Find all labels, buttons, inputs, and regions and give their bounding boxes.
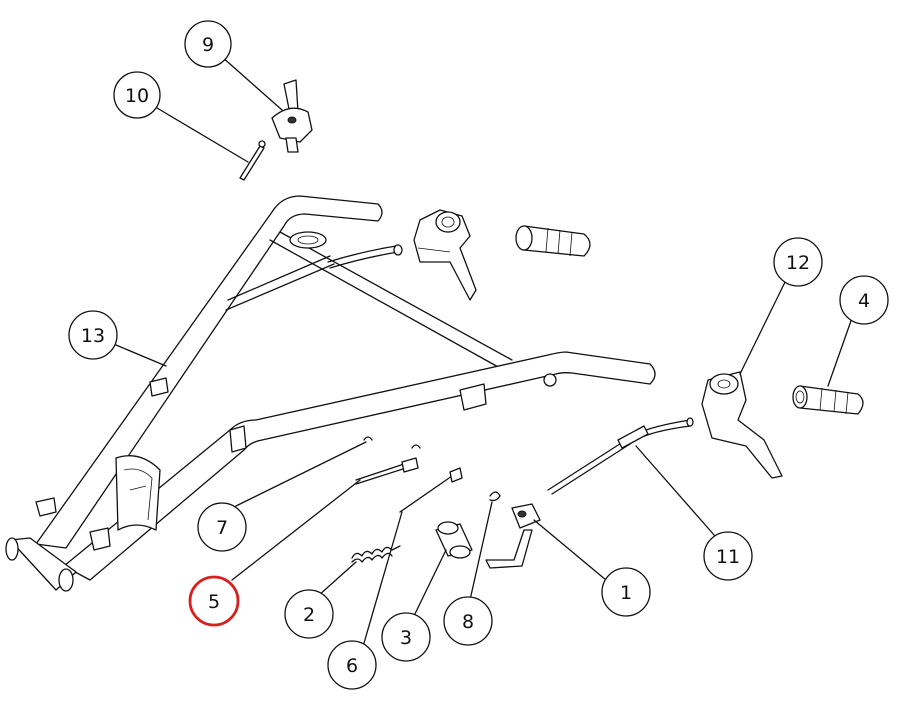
callout-10: 10: [113, 71, 161, 119]
callout-12: 12: [773, 237, 823, 287]
callout-label-9: 9: [202, 34, 214, 56]
part-10-pin: [239, 140, 266, 181]
callout-1: 1: [601, 567, 651, 617]
callout-label-13: 13: [81, 325, 105, 347]
part-6-rod: [399, 467, 463, 513]
callout-label-2: 2: [303, 604, 315, 626]
callout-label-5: 5: [208, 591, 220, 613]
callout-9: 9: [184, 20, 232, 68]
handle-frame: [5, 195, 656, 592]
callout-8: 8: [443, 596, 493, 646]
part-2-spring: [351, 545, 401, 563]
callout-13: 13: [68, 310, 118, 360]
callout-label-6: 6: [346, 655, 358, 677]
callout-2: 2: [284, 589, 334, 639]
callout-label-8: 8: [462, 611, 474, 633]
callout-label-1: 1: [620, 582, 632, 604]
upper-left-grip: [515, 225, 591, 257]
callout-label-4: 4: [858, 290, 870, 312]
callout-4: 4: [839, 275, 889, 325]
callout-label-11: 11: [716, 546, 740, 568]
part-9-control: [271, 79, 313, 153]
callout-7: 7: [197, 502, 247, 552]
part-7-clip: [363, 436, 421, 449]
callout-5-highlighted: 5: [188, 575, 240, 627]
callout-label-3: 3: [400, 627, 412, 649]
callout-label-12: 12: [786, 252, 810, 274]
part-3-bushing: [435, 521, 473, 559]
part-5-rod: [355, 457, 419, 485]
callout-label-7: 7: [216, 517, 228, 539]
callout-3: 3: [381, 612, 431, 662]
part-8-clip: [489, 491, 501, 502]
part-11-cable: [547, 417, 694, 495]
callout-11: 11: [703, 531, 753, 581]
callout-label-10: 10: [125, 85, 149, 107]
part-12-lever: [701, 371, 783, 479]
callout-6: 6: [327, 640, 377, 690]
part-1-arm: [485, 503, 541, 569]
part-4-grip: [792, 385, 864, 415]
upper-left-lever: [413, 209, 477, 301]
leader-lines: [115, 55, 853, 651]
